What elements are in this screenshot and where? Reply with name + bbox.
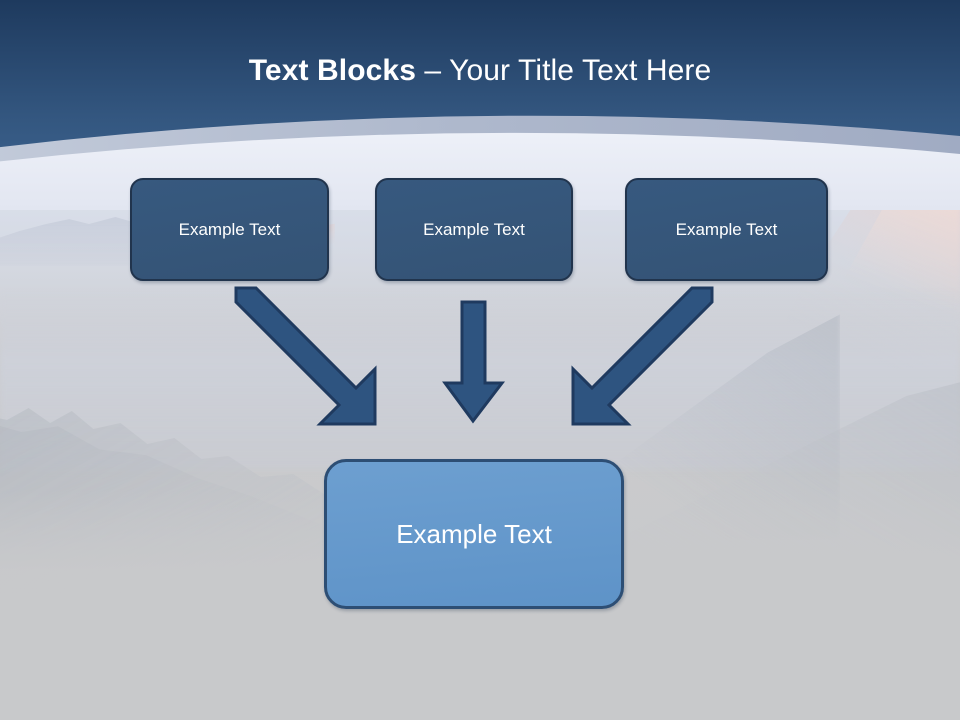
arrow-left-shape bbox=[234, 286, 377, 426]
arrow-center-shape bbox=[442, 300, 506, 424]
text-block-3[interactable]: Example Text bbox=[625, 178, 828, 281]
text-block-result-label: Example Text bbox=[396, 518, 552, 549]
title-strong: Text Blocks bbox=[248, 54, 416, 87]
title-separator: – bbox=[416, 54, 450, 87]
page-title: Text Blocks – Your Title Text Here bbox=[0, 52, 960, 90]
text-block-1-label: Example Text bbox=[178, 219, 281, 239]
text-block-1[interactable]: Example Text bbox=[130, 178, 329, 281]
text-block-2[interactable]: Example Text bbox=[375, 178, 573, 281]
text-block-2-label: Example Text bbox=[423, 219, 525, 239]
arrow-right-shape bbox=[571, 286, 714, 426]
text-block-result[interactable]: Example Text bbox=[324, 459, 624, 609]
title-light: Your Title Text Here bbox=[449, 54, 712, 87]
text-block-3-label: Example Text bbox=[675, 219, 778, 239]
